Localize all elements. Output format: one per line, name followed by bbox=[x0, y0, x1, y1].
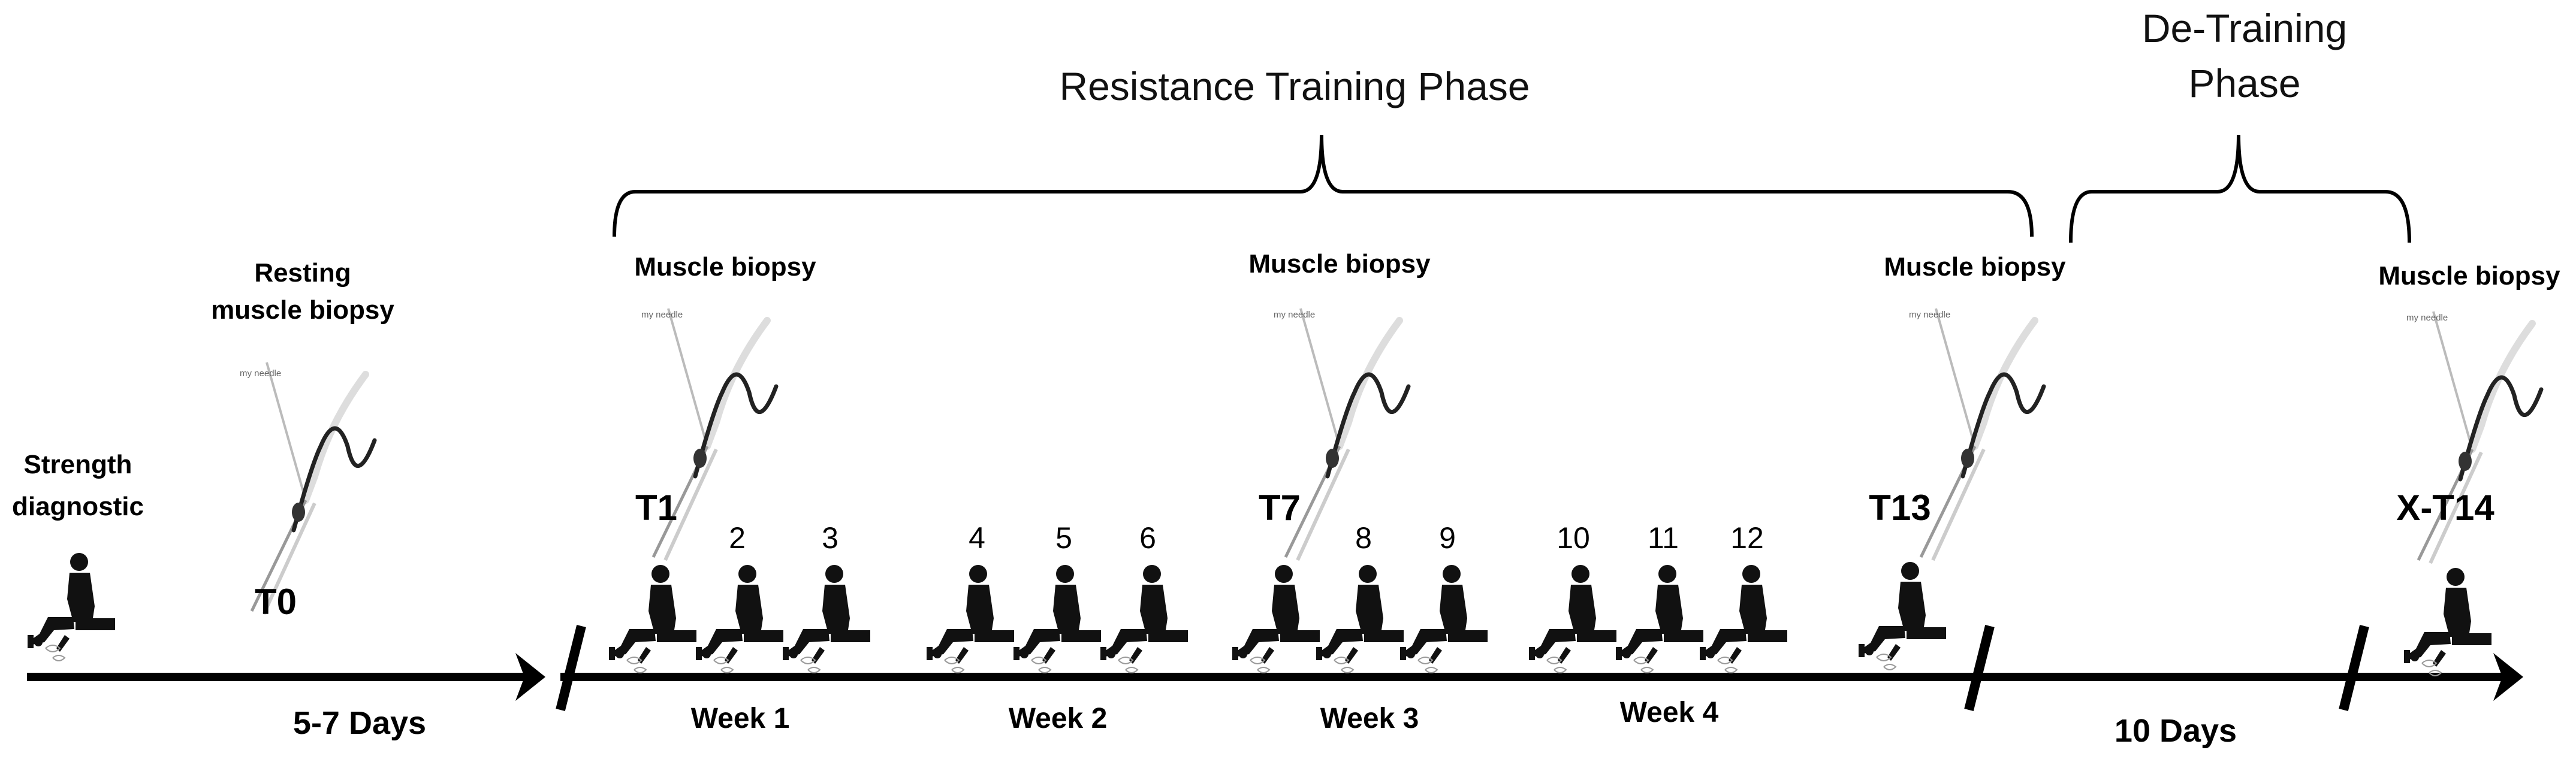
session-number: 11 bbox=[1648, 521, 1679, 555]
person-icon-session bbox=[782, 564, 871, 673]
biopsy-needle-icon-t13 bbox=[1921, 309, 2044, 560]
separator-slash-start bbox=[556, 625, 586, 711]
resting-biopsy-label-line1: Resting bbox=[254, 258, 351, 288]
session-number: 5 bbox=[1055, 521, 1072, 555]
week-label: Week 1 bbox=[691, 703, 790, 734]
detraining-phase-title-line2: Phase bbox=[2188, 61, 2300, 105]
person-icon-session bbox=[1528, 564, 1617, 673]
person-icon-session bbox=[1013, 564, 1102, 673]
person-icon-session bbox=[1316, 564, 1404, 673]
detraining-phase-title-line1: De-Training bbox=[2142, 6, 2347, 50]
person-icon-session bbox=[926, 564, 1015, 673]
resistance-phase-brace bbox=[613, 134, 2034, 237]
duration-pre-label: 5-7 Days bbox=[293, 705, 426, 741]
person-icon-session bbox=[1858, 561, 1947, 670]
session-number: 6 bbox=[1139, 521, 1156, 555]
timepoint-t13: T13 bbox=[1869, 488, 1931, 528]
needle-label-xt14: my needle bbox=[2406, 313, 2448, 323]
needle-label-t7: my needle bbox=[1274, 310, 1315, 320]
session-number: 8 bbox=[1355, 521, 1372, 555]
timepoint-t7: T7 bbox=[1259, 488, 1301, 528]
timepoint-xt14: X-T14 bbox=[2396, 488, 2494, 528]
person-icon-session bbox=[1615, 564, 1704, 673]
session-number: 12 bbox=[1730, 521, 1764, 555]
timepoint-t0: T0 bbox=[255, 582, 297, 622]
week-label: Week 4 bbox=[1620, 697, 1719, 728]
session-number: 3 bbox=[822, 521, 838, 555]
person-icon-strength bbox=[27, 552, 116, 661]
needle-label-t0: my needle bbox=[240, 368, 281, 379]
timepoint-t1: T1 bbox=[635, 488, 677, 528]
person-icon-session bbox=[1100, 564, 1189, 673]
session-number: 10 bbox=[1557, 521, 1590, 555]
person-icon-session bbox=[1232, 564, 1320, 673]
separator-slash-mid bbox=[1964, 625, 1995, 711]
resting-biopsy-label-line2: muscle biopsy bbox=[211, 295, 394, 325]
timeline-main-arrowhead bbox=[2493, 653, 2523, 701]
muscle-biopsy-label-t1: Muscle biopsy bbox=[634, 252, 816, 282]
person-icon-session bbox=[2403, 567, 2492, 676]
needle-label-t1: my needle bbox=[641, 310, 683, 320]
week-label: Week 2 bbox=[1009, 703, 1108, 734]
session-number: 9 bbox=[1439, 521, 1456, 555]
person-icon-session bbox=[1699, 564, 1788, 673]
strength-diagnostic-label-line1: Strength bbox=[24, 450, 132, 479]
muscle-biopsy-label-t7: Muscle biopsy bbox=[1248, 249, 1431, 279]
strength-diagnostic-label-line2: diagnostic bbox=[12, 492, 144, 521]
biopsy-needle-icon-t0 bbox=[252, 362, 375, 614]
separator-slash-end bbox=[2339, 625, 2369, 711]
week-label: Week 3 bbox=[1320, 703, 1419, 734]
session-number: 4 bbox=[969, 521, 985, 555]
detraining-phase-brace bbox=[2069, 134, 2411, 243]
person-icon-session bbox=[1399, 564, 1488, 673]
muscle-biopsy-label-t13: Muscle biopsy bbox=[1884, 252, 2066, 282]
needle-label-t13: my needle bbox=[1909, 310, 1950, 320]
session-number: 2 bbox=[729, 521, 746, 555]
biopsy-needle-icon-t7 bbox=[1286, 309, 1408, 560]
person-icon-session bbox=[695, 564, 784, 673]
person-icon-session bbox=[608, 564, 697, 673]
muscle-biopsy-label-xt14: Muscle biopsy bbox=[2378, 261, 2560, 291]
timeline-pre-arrowhead bbox=[515, 653, 545, 701]
duration-post-label: 10 Days bbox=[2115, 713, 2237, 749]
resistance-phase-title: Resistance Training Phase bbox=[1059, 64, 1530, 108]
